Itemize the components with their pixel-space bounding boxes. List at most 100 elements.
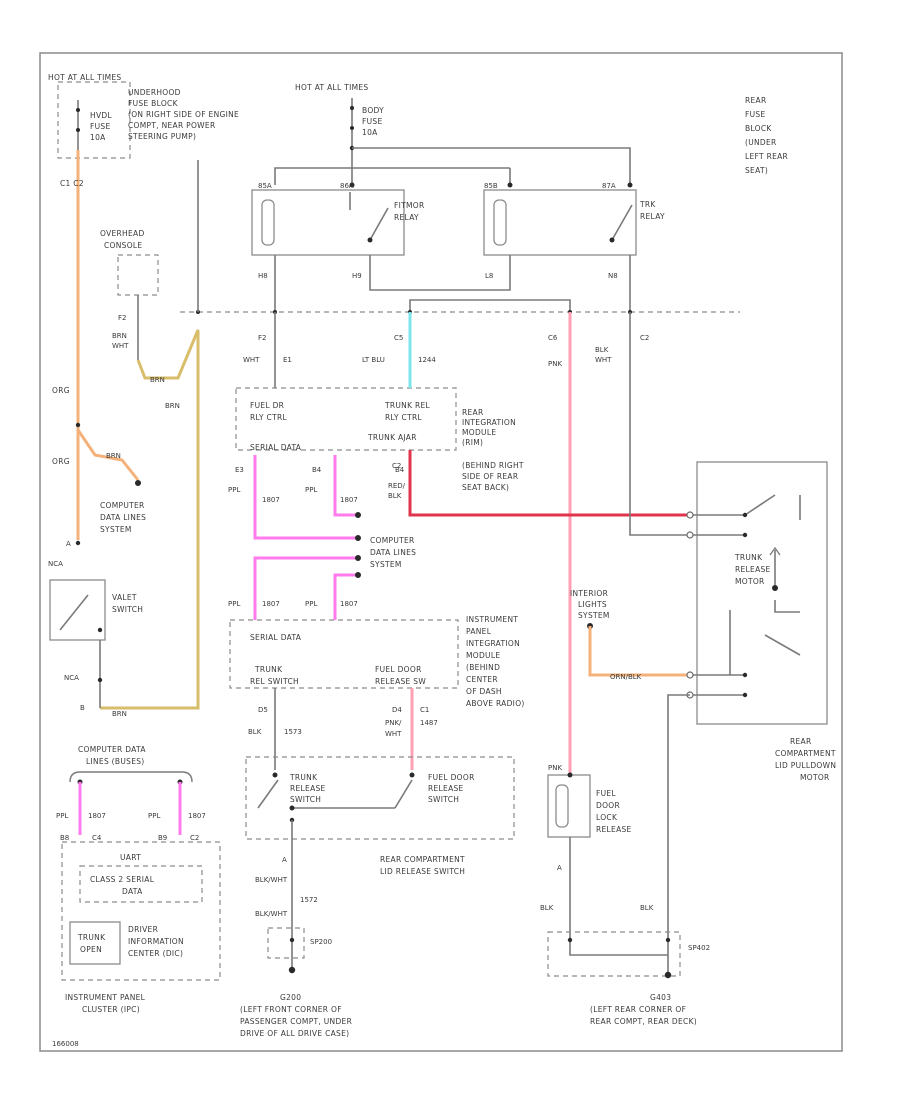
hot-at-all-times-top: HOT AT ALL TIMES — [295, 83, 368, 92]
wire-1487-label: 1487 — [420, 719, 438, 727]
fuel-door-release-switch-1: FUEL DOOR — [428, 773, 475, 782]
g403-label-2: (LEFT REAR CORNER OF — [590, 1005, 686, 1014]
ppl-label-1: PPL — [228, 486, 240, 494]
pnk-d4-label: PNK/ — [385, 719, 402, 727]
rear-compartment-lid-label-2: LID RELEASE SWITCH — [380, 867, 465, 876]
body-fuse: HOT AT ALL TIMES BODY FUSE 10A — [274, 83, 631, 185]
rim-input-wires: F2 WHT E1 C5 LT BLU 1244 C6 PNK C2 BLK W… — [243, 312, 649, 388]
instrument-cluster-label-1: INSTRUMENT PANEL — [65, 993, 146, 1002]
uart-label: UART — [120, 853, 141, 862]
ppl-label-3: PPL — [228, 600, 240, 608]
fuel-door-lock-1: FUEL — [596, 789, 616, 798]
orange-power-wire: C1 C2 ORG ORG BRN COMPUTER DATA LINES SY… — [52, 150, 146, 540]
g200-label-3: PASSENGER COMPT, UNDER — [240, 1017, 352, 1026]
computer-data-right-2: DATA LINES — [370, 548, 416, 557]
pin-86a: 86A — [340, 182, 354, 190]
fuel-door-lock-2: DOOR — [596, 801, 620, 810]
interior-lights-1: INTERIOR — [570, 589, 608, 598]
b4-2-label: B4 — [312, 466, 322, 474]
computer-data-bottom-1: COMPUTER DATA — [78, 745, 146, 754]
hvdl-label: HVDL — [90, 111, 112, 120]
g403-label-3: REAR COMPT, REAR DECK) — [590, 1017, 697, 1026]
c2-rim-label: C2 — [392, 462, 401, 470]
ipim-label-8: ABOVE RADIO) — [466, 699, 525, 708]
interior-lights-3: SYSTEM — [578, 611, 610, 620]
sp402-label: SP402 — [688, 944, 710, 952]
rear-compartment-lid-pulldown-motor: TRUNK RELEASE MOTOR REAR COMPARTMENT LID… — [686, 461, 836, 782]
blk-label: BLK — [388, 492, 402, 500]
valet-switch-label-1: VALET — [112, 593, 137, 602]
computer-data-bottom-2: LINES (BUSES) — [86, 757, 145, 766]
rear-fuse-6: SEAT) — [745, 166, 768, 175]
computer-data-right-1: COMPUTER — [370, 536, 415, 545]
red-blk-wire: RED/ BLK B4 — [388, 450, 690, 517]
blk-wht-3-label: BLK/WHT — [255, 876, 288, 884]
ppl-label-2: PPL — [305, 486, 317, 494]
trunk-release-switch-1: TRUNK — [289, 773, 318, 782]
hot-at-all-times-left: HOT AT ALL TIMES — [48, 73, 121, 82]
wire-1572-label: 1572 — [300, 896, 318, 904]
brn-label-3: BRN — [165, 402, 180, 410]
rear-compartment-label-4: MOTOR — [800, 773, 830, 782]
trk-relay-label-2: RELAY — [640, 212, 665, 221]
brn-wht-label: BRN — [112, 332, 127, 340]
ipim-label-7: OF DASH — [466, 687, 502, 696]
c1-label: C1 — [420, 706, 429, 714]
pin-h8: H8 — [258, 272, 268, 280]
c1-c2-label: C1 C2 — [60, 179, 84, 188]
valet-switch: A NCA VALET SWITCH NCA B — [48, 540, 143, 712]
blk-1-label: BLK — [540, 904, 554, 912]
pin-85a: 85A — [258, 182, 272, 190]
e3-label: E3 — [235, 466, 244, 474]
ground-g200: A BLK/WHT 1572 BLK/WHT SP200 G200 (LEFT … — [240, 820, 352, 1038]
trunk-release-switch-3: SWITCH — [290, 795, 321, 804]
b4-label: B4 — [395, 466, 405, 474]
ipim-label-2: PANEL — [466, 627, 492, 636]
blk-wht-4-label: BLK/WHT — [255, 910, 288, 918]
pin-f2: F2 — [118, 314, 126, 322]
pin-87a: 87A — [602, 182, 616, 190]
driver-info-label-3: CENTER (DIC) — [128, 949, 183, 958]
trunk-release-motor-1: TRUNK — [734, 553, 763, 562]
driver-info-label-1: DRIVER — [128, 925, 158, 934]
class2-label-1: CLASS 2 SERIAL — [90, 875, 155, 884]
c2-gray-wire — [629, 312, 690, 536]
rim-label-5: (BEHIND RIGHT — [462, 461, 524, 470]
pin-b8-label: B8 — [60, 834, 69, 842]
trunk-rel-rly-ctrl-2: RLY CTRL — [385, 413, 422, 422]
rear-compartment-label-2: COMPARTMENT — [775, 749, 836, 758]
pin-c4-label: C4 — [92, 834, 102, 842]
g403-label-1: G403 — [650, 993, 671, 1002]
rim-label-3: MODULE — [462, 428, 496, 437]
pin-c2-label: C2 — [640, 334, 649, 342]
rear-fuse-3: BLOCK — [745, 124, 772, 133]
amp-label-left: 10A — [90, 133, 106, 142]
rear-fuse-4: (UNDER — [745, 138, 777, 147]
g200-label-1: G200 — [280, 993, 301, 1002]
pin-f2-rim: F2 — [258, 334, 266, 342]
trunk-rel-rly-ctrl-1: TRUNK REL — [384, 401, 431, 410]
serial-data-label-1: SERIAL DATA — [250, 443, 302, 452]
rear-compartment-lid-release-switch: TRUNK RELEASE SWITCH FUEL DOOR RELEASE S… — [245, 756, 515, 876]
rim-label-6: SIDE OF REAR — [462, 472, 518, 481]
pin-b-label: B — [80, 704, 85, 712]
trunk-rel-switch-label-1: TRUNK — [254, 665, 283, 674]
valet-switch-label-2: SWITCH — [112, 605, 143, 614]
fitmor-relay: 85A 86A FITMOR RELAY — [251, 182, 425, 256]
rear-fuse-1: REAR — [745, 96, 767, 105]
ppl-label-6: PPL — [148, 812, 160, 820]
instrument-panel-integration-module: SERIAL DATA TRUNK REL SWITCH FUEL DOOR R… — [229, 615, 525, 708]
underhood-fuse-block: HOT AT ALL TIMES UNDERHOOD FUSE BLOCK (O… — [48, 73, 239, 159]
nca-label-2: NCA — [64, 674, 79, 682]
fitmor-relay-label-1: FITMOR — [394, 201, 425, 210]
orn-blk-label: ORN/BLK — [610, 673, 642, 681]
trunk-release-motor-3: MOTOR — [735, 577, 765, 586]
brn-label-2: BRN — [150, 376, 165, 384]
wire-1807-4: 1807 — [340, 600, 358, 608]
nca-label-1: NCA — [48, 560, 63, 568]
ipim-label-3: INTEGRATION — [466, 639, 520, 648]
serial-data-wires: E3 B4 PPL PPL 1807 1807 COMPUTER DATA LI… — [228, 455, 416, 620]
class2-label-2: DATA — [122, 887, 143, 896]
instrument-cluster-label-2: CLUSTER (IPC) — [82, 1005, 140, 1014]
pin-b9-label: B9 — [158, 834, 167, 842]
